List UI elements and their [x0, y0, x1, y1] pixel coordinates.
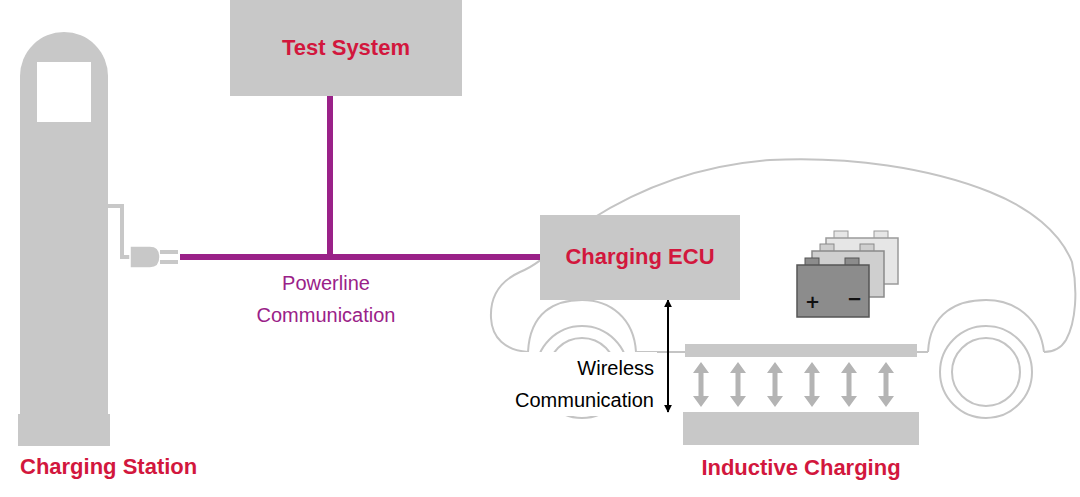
- field-arrow: [878, 362, 894, 407]
- terminal-sign: +: [805, 293, 820, 311]
- node-title: Test System: [282, 35, 410, 61]
- powerline: [180, 96, 330, 257]
- ground-pad: [683, 412, 919, 445]
- edge-label: Powerline Communication: [238, 267, 414, 331]
- inductive-charging: Inductive Charging: [683, 412, 919, 484]
- field-arrows: [693, 362, 894, 407]
- edge-label: Wireless Communication: [491, 352, 657, 416]
- field-arrow: [767, 362, 783, 407]
- system-box: Test System: [230, 0, 462, 96]
- wireless-arrow: [667, 300, 669, 412]
- node-title: Charging Station: [20, 454, 197, 480]
- vehicle-pad: [685, 344, 917, 357]
- powerline: [330, 96, 540, 257]
- wheel: [940, 326, 1032, 418]
- wheel: [952, 338, 1020, 406]
- node-title: Inductive Charging: [701, 455, 900, 481]
- ecu-box: Charging ECU: [540, 215, 740, 300]
- battery-stack: [797, 231, 898, 317]
- node-title: Charging ECU: [565, 244, 714, 270]
- field-arrow: [804, 362, 820, 407]
- charging-station: Charging Station: [15, 30, 180, 480]
- terminal-sign: −: [847, 290, 862, 308]
- field-arrow: [693, 362, 709, 407]
- field-arrow: [841, 362, 857, 407]
- charging-pump: [18, 32, 178, 446]
- car-outline: [491, 159, 1075, 352]
- field-arrow: [730, 362, 746, 407]
